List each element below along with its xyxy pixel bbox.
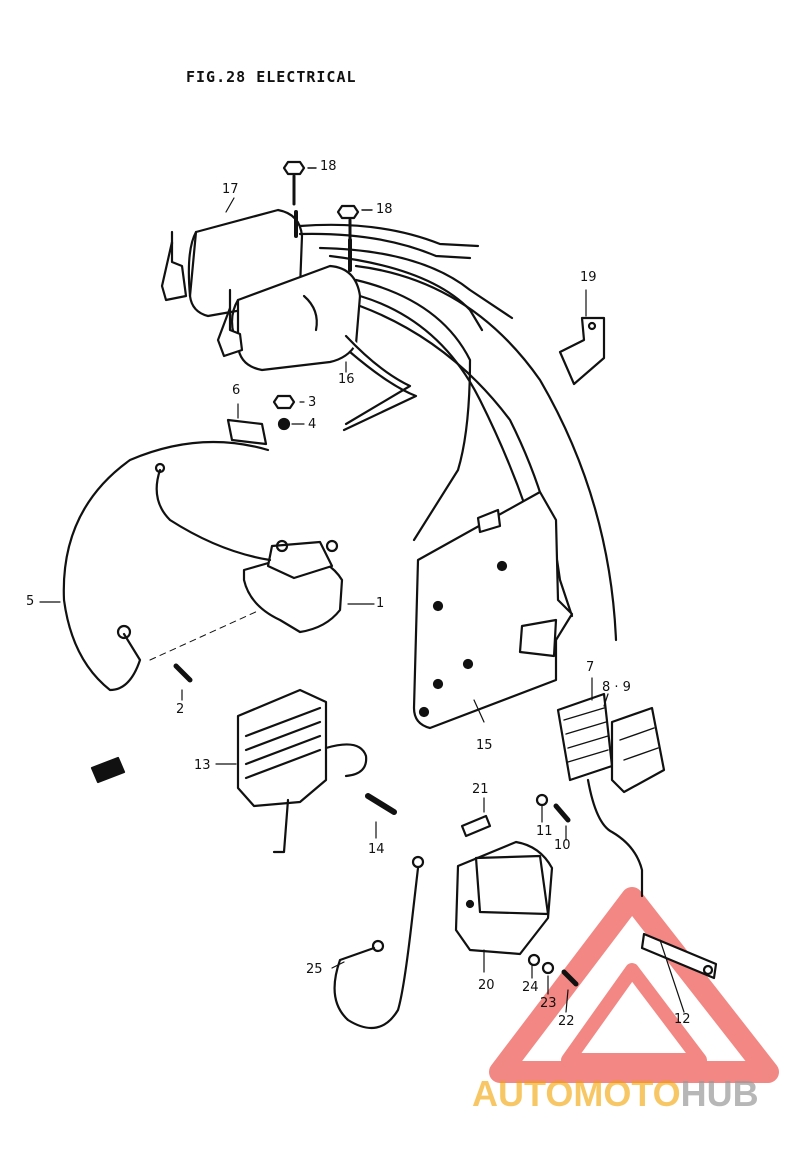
- watermark-logo: [489, 887, 779, 1083]
- callout-1: 1: [376, 596, 385, 611]
- callout-17: 17: [222, 182, 239, 197]
- callout-5: 5: [26, 594, 35, 609]
- callout-8-9: 8 · 9: [602, 680, 631, 695]
- watermark-text: AUTOMOTOHUB: [472, 1073, 759, 1115]
- watermark-text-part2: HUB: [680, 1073, 759, 1114]
- front-arrow-symbol: [90, 756, 126, 784]
- starter-relay-1: [242, 539, 375, 634]
- callout-20: 20: [478, 978, 495, 993]
- bolt-14: [365, 793, 397, 815]
- callout-15: 15: [476, 738, 493, 753]
- callout-25: 25: [306, 962, 323, 977]
- ignition-coil-16: [216, 238, 362, 372]
- earth-lead-25: [333, 855, 425, 1030]
- regulator-13: [236, 688, 368, 854]
- coil-wire-harness: [298, 223, 618, 642]
- figure-title: FIG.28 ELECTRICAL: [186, 68, 357, 86]
- callout-14: 14: [368, 842, 385, 857]
- callout-7: 7: [586, 660, 595, 675]
- callout-4: 4: [308, 417, 317, 432]
- callout-12: 12: [674, 1012, 691, 1027]
- coil-nut-18a: [282, 160, 317, 206]
- coil-nut-18b: [336, 204, 373, 246]
- nut-3-and-washer-4: [272, 394, 296, 431]
- callout-leaders: [39, 197, 685, 1013]
- callout-13: 13: [194, 758, 211, 773]
- callout-6: 6: [232, 383, 241, 398]
- callout-21: 21: [472, 782, 489, 797]
- screw-10-washer-11: [535, 793, 571, 823]
- terminal-cap-6: [226, 403, 268, 446]
- callout-11: 11: [536, 824, 553, 839]
- washers-23-24-screw-22: [527, 953, 579, 987]
- callout-24: 24: [522, 980, 539, 995]
- callout-2: 2: [176, 702, 185, 717]
- callout-18b: 18: [376, 202, 393, 217]
- lead-12: [640, 932, 718, 980]
- callout-3: 3: [308, 395, 317, 410]
- unit-20: [454, 840, 554, 956]
- fuse-box-7: [556, 692, 666, 898]
- battery-lead-5: [62, 440, 272, 692]
- callout-18a: 18: [320, 159, 337, 174]
- screw-2: [149, 609, 261, 683]
- watermark-text-part1: AUTOMOTO: [472, 1073, 681, 1114]
- callout-22: 22: [558, 1014, 575, 1029]
- clamp-19: [558, 289, 606, 386]
- fuse-21: [460, 814, 492, 838]
- bracket-15: [412, 490, 574, 730]
- callout-16: 16: [338, 372, 355, 387]
- callout-10: 10: [554, 838, 571, 853]
- callout-19: 19: [580, 270, 597, 285]
- callout-23: 23: [540, 996, 557, 1011]
